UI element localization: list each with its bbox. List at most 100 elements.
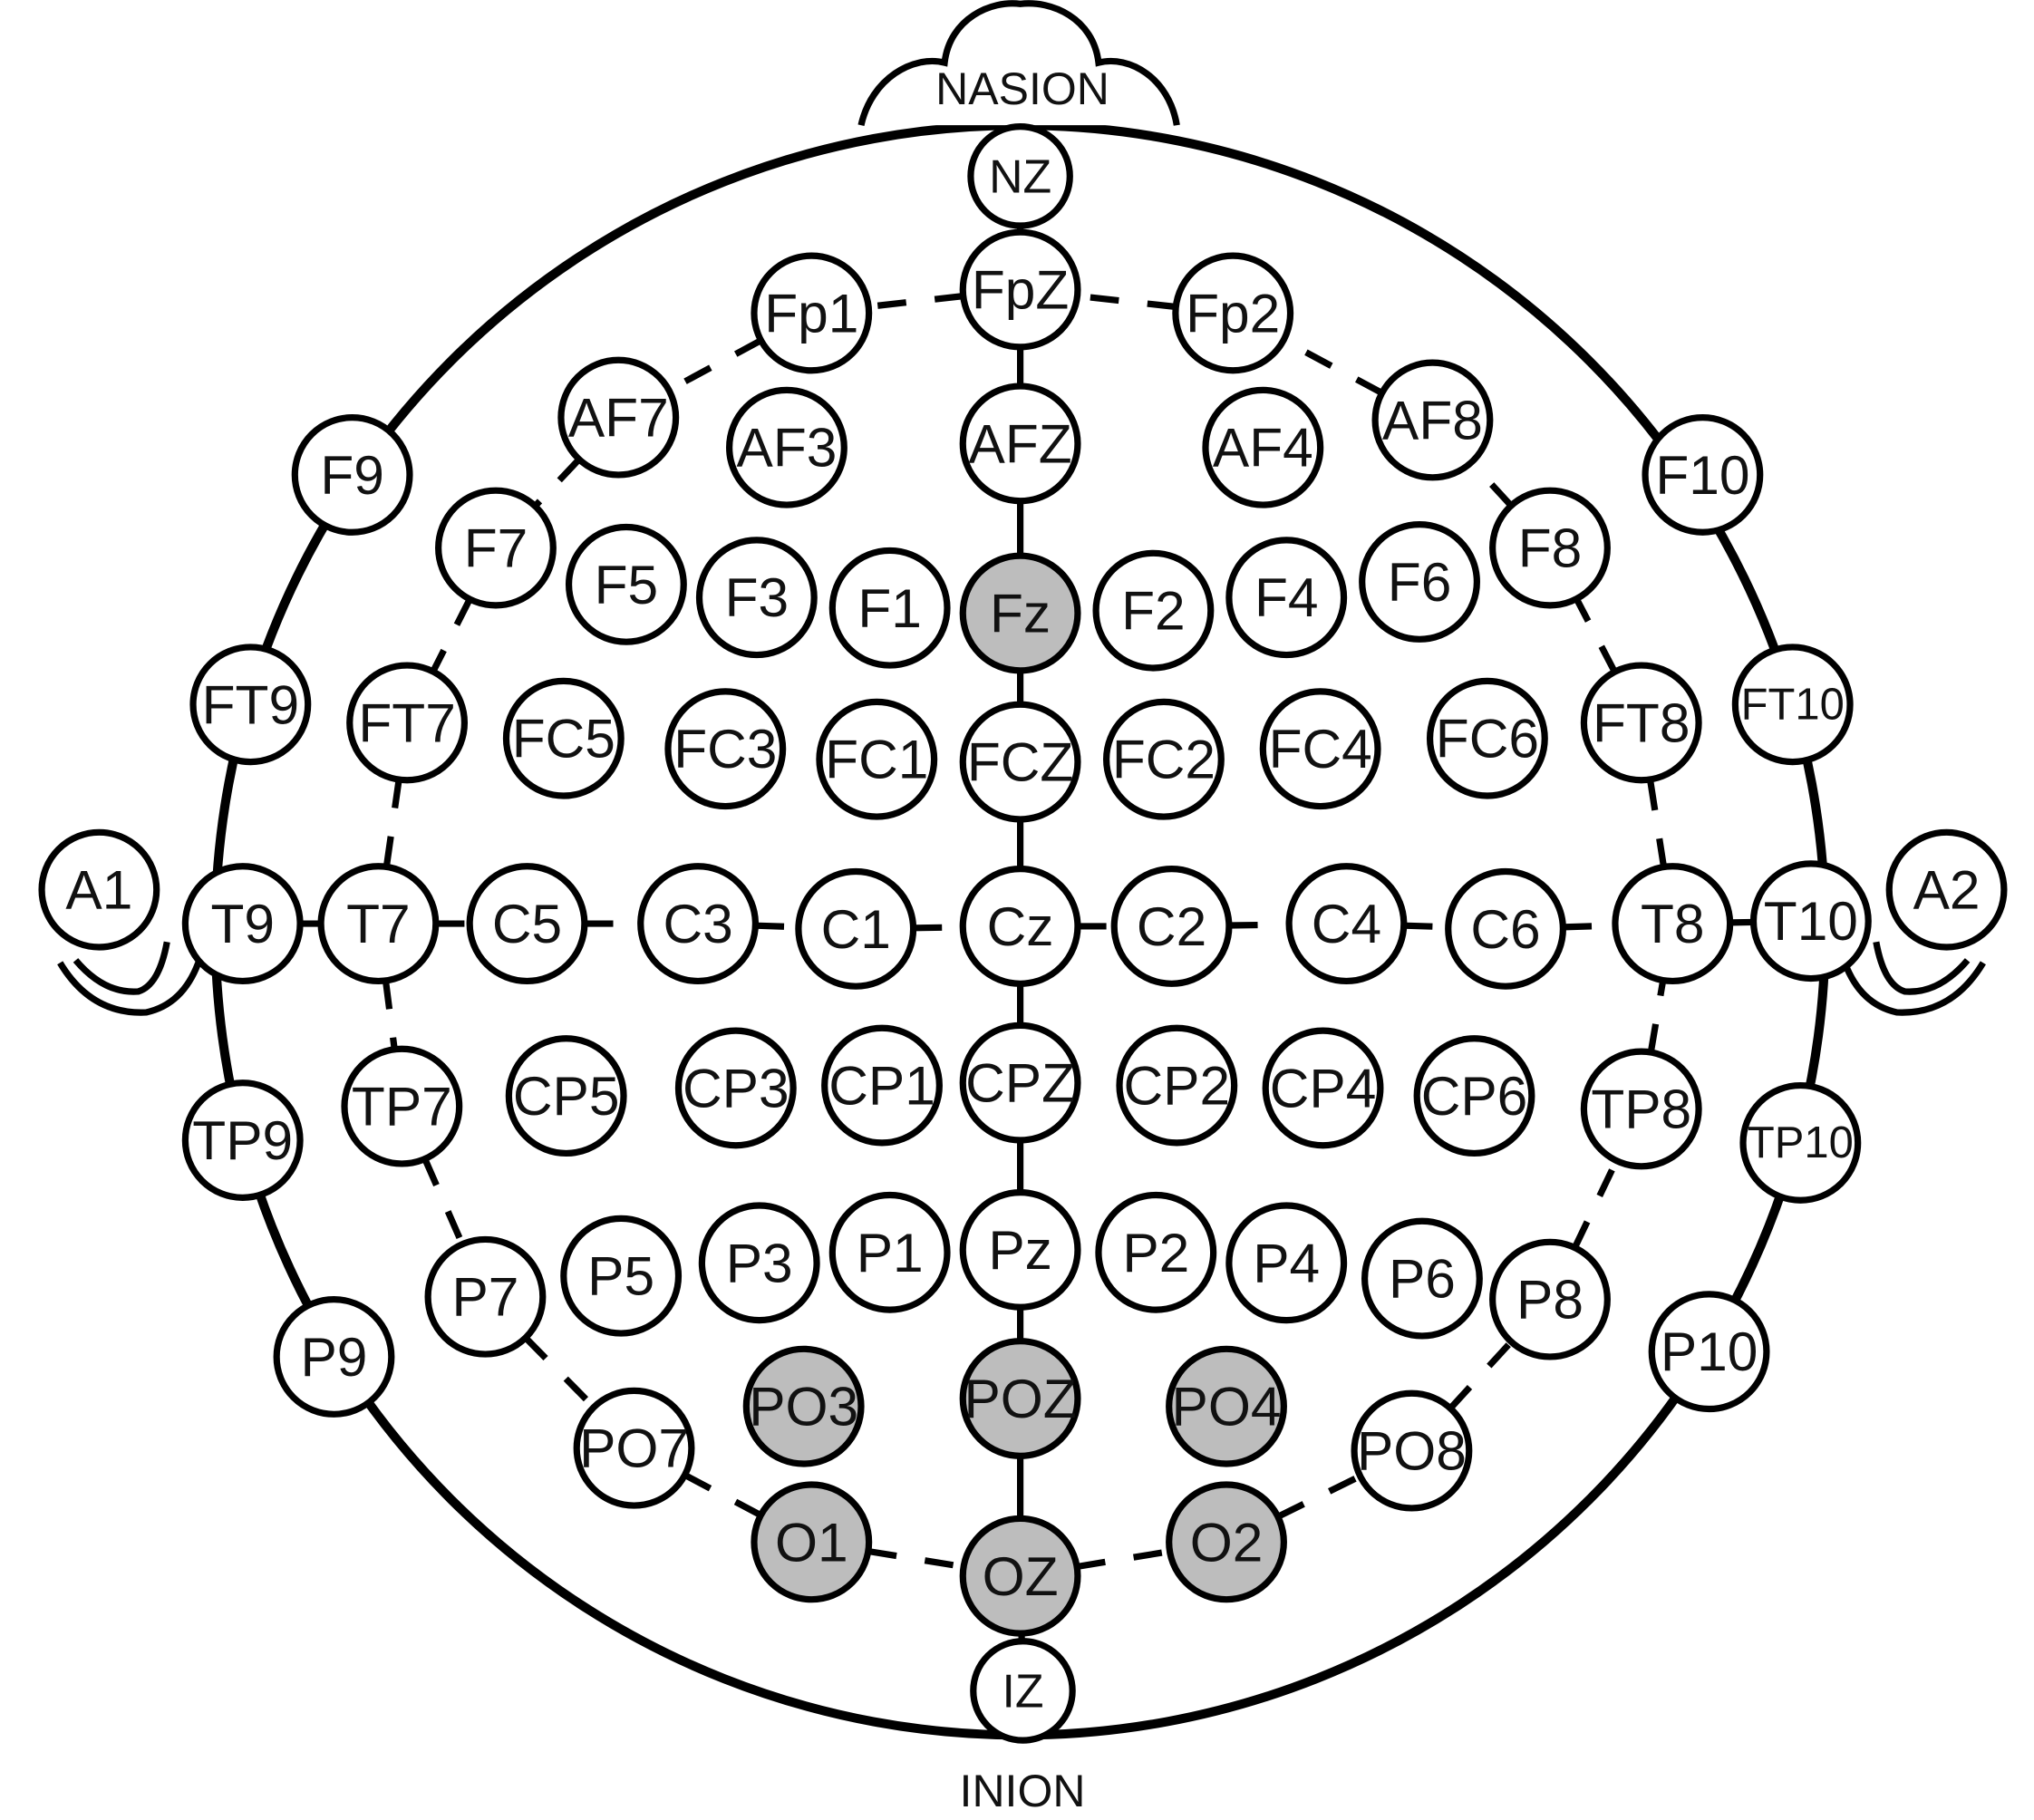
electrode-circle	[424, 1235, 547, 1358]
electrode-circle	[560, 1215, 683, 1337]
electrode-label: PO7	[579, 1418, 689, 1479]
left-ear-inner	[73, 941, 170, 995]
electrode-circle	[38, 828, 160, 951]
electrode-circle	[1259, 688, 1381, 810]
electrode-tp8: TP8	[1580, 1048, 1702, 1170]
electrode-label: P9	[301, 1326, 368, 1388]
electrode-circle	[502, 677, 625, 799]
electrode-circle	[1885, 828, 2008, 951]
electrode-fc4: FC4	[1259, 688, 1381, 810]
electrode-circle	[1102, 698, 1225, 820]
electrode-label: TP7	[352, 1076, 452, 1138]
electrode-circle	[1580, 1048, 1702, 1170]
electrode-circle	[1489, 1238, 1611, 1360]
electrode-label: F6	[1388, 551, 1452, 613]
electrode-circle	[695, 537, 818, 659]
electrode-ft9: FT9	[189, 644, 312, 766]
electrode-label: P5	[587, 1245, 654, 1307]
electrode-c1: C1	[795, 867, 917, 990]
electrode-cz: Cz	[959, 866, 1081, 987]
electrode-c3: C3	[637, 863, 760, 985]
electrode-fp1: Fp1	[751, 252, 873, 374]
electrode-f4: F4	[1225, 537, 1348, 659]
electrode-circle	[1413, 1035, 1535, 1157]
electrode-oz: OZ	[959, 1515, 1081, 1637]
electrode-label: FT9	[202, 673, 299, 735]
left-ear-outer	[57, 961, 202, 1016]
electrode-fc2: FC2	[1102, 698, 1225, 820]
electrode-circle	[346, 662, 469, 784]
electrode-circle	[637, 863, 760, 985]
electrode-poz: POZ	[959, 1338, 1081, 1459]
electrode-p6: P6	[1361, 1217, 1483, 1340]
electrode-circle	[816, 698, 938, 820]
electrode-ft8: FT8	[1580, 662, 1702, 784]
electrode-label: AF8	[1382, 389, 1483, 450]
electrode-cp2: CP2	[1116, 1024, 1238, 1147]
electrode-circle	[1225, 1202, 1348, 1324]
electrode-circle	[291, 414, 413, 536]
electrode-circle	[317, 863, 440, 985]
electrode-label: TP8	[1591, 1078, 1691, 1139]
electrode-f8: F8	[1489, 487, 1611, 609]
electrode-label: NZ	[989, 150, 1051, 202]
electrode-p4: P4	[1225, 1202, 1348, 1324]
electrode-circle	[1445, 867, 1566, 990]
electrode-circle	[828, 1191, 951, 1313]
electrode-label: C4	[1312, 893, 1381, 954]
electrode-cp4: CP4	[1262, 1027, 1384, 1149]
electrode-label: AF4	[1213, 417, 1313, 479]
electrode-p5: P5	[560, 1215, 683, 1337]
electrode-circle	[1426, 677, 1548, 799]
electrode-fc5: FC5	[502, 677, 625, 799]
electrode-label: PO4	[1172, 1376, 1282, 1438]
electrode-tp7: TP7	[341, 1045, 463, 1167]
electrode-circle	[1361, 1217, 1483, 1340]
electrode-fz: Fz	[959, 552, 1081, 674]
electrode-circle	[1116, 1024, 1238, 1147]
electrode-label: FC6	[1436, 708, 1539, 770]
electrode-label: CP1	[828, 1055, 935, 1117]
electrode-label: FC1	[825, 729, 928, 790]
electrode-nz: NZ	[967, 123, 1073, 229]
electrode-label: C3	[663, 893, 732, 954]
electrode-circle	[1172, 252, 1294, 374]
electrode-label: P8	[1516, 1269, 1584, 1331]
electrode-circle	[674, 1027, 797, 1149]
electrode-c2: C2	[1110, 866, 1233, 987]
electrode-circle	[1612, 863, 1734, 985]
electrode-fc3: FC3	[664, 688, 787, 810]
electrode-po3: PO3	[742, 1345, 865, 1467]
electrode-circle	[341, 1045, 463, 1167]
electrode-circle	[573, 1387, 695, 1509]
electrode-af4: AF4	[1202, 386, 1324, 508]
electrode-tp10: TP10	[1739, 1081, 1862, 1204]
inion-label: INION	[960, 1766, 1086, 1816]
electrode-p8: P8	[1489, 1238, 1611, 1360]
electrode-circle	[1225, 537, 1348, 659]
electrode-fcz: FCZ	[959, 701, 1081, 823]
electrode-f10: F10	[1642, 414, 1764, 536]
electrode-label: CP4	[1270, 1057, 1377, 1118]
electrode-label: CPZ	[965, 1052, 1075, 1114]
electrode-circle	[1166, 1481, 1287, 1603]
electrode-af8: AF8	[1371, 359, 1494, 481]
electrode-label: FC4	[1269, 718, 1372, 779]
electrode-circle	[1092, 549, 1215, 672]
electrode-label: AF7	[568, 387, 669, 449]
electrode-circle	[751, 252, 873, 374]
electrode-fpz: FpZ	[959, 228, 1081, 351]
electrode-label: Cz	[987, 895, 1054, 957]
electrode-ft10: FT10	[1731, 644, 1854, 766]
electrode-circle	[1642, 414, 1764, 536]
electrode-label: F10	[1655, 444, 1749, 506]
electrode-label: PO8	[1357, 1420, 1467, 1482]
electrode-label: P10	[1661, 1321, 1758, 1382]
electrode-label: A2	[1913, 859, 1981, 921]
electrode-f6: F6	[1359, 521, 1480, 643]
electrode-p7: P7	[424, 1235, 547, 1358]
electrode-p2: P2	[1095, 1191, 1217, 1313]
electrode-circle	[181, 863, 304, 985]
electrode-o2: O2	[1166, 1481, 1287, 1603]
